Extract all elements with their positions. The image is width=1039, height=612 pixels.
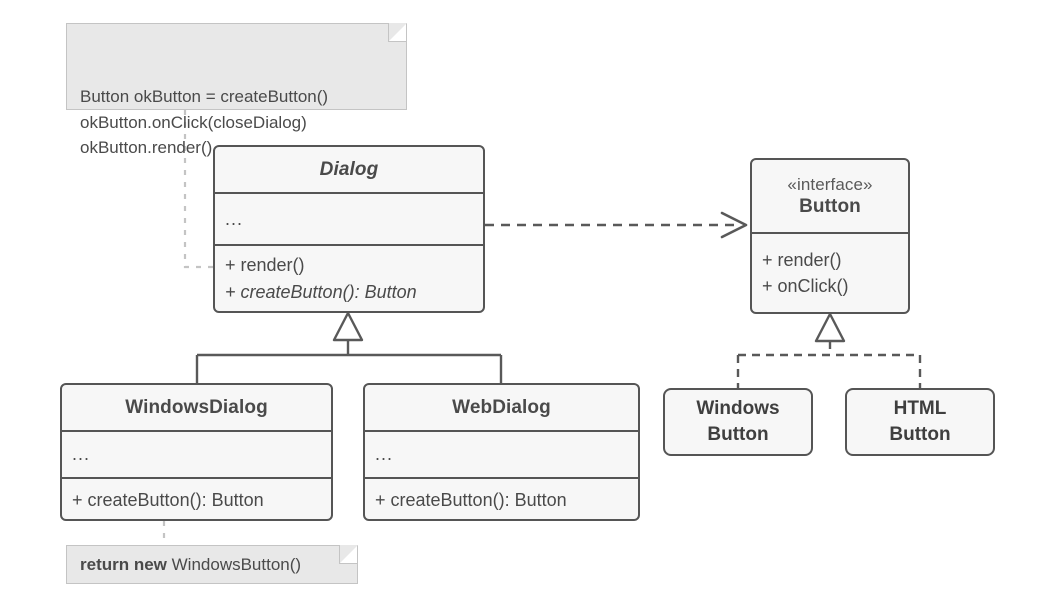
class-html-button[interactable]: HTML Button xyxy=(845,388,995,456)
class-windows-dialog-attributes-compartment: ... xyxy=(62,430,331,477)
class-dialog-name: Dialog xyxy=(319,158,379,180)
return-note-keyword: return new xyxy=(80,554,167,574)
class-web-dialog[interactable]: WebDialog ... + createButton(): Button xyxy=(363,383,640,521)
class-windows-dialog-operations-compartment: + createButton(): Button xyxy=(62,477,331,519)
class-web-dialog-title-compartment: WebDialog xyxy=(365,385,638,430)
class-button-name: Button xyxy=(799,195,861,217)
return-note: return new WindowsButton() xyxy=(66,545,358,584)
dependency-dialog-to-button xyxy=(485,211,748,239)
class-web-dialog-operation-create-button: + createButton(): Button xyxy=(375,489,567,510)
note-fold-icon xyxy=(388,23,407,42)
class-windows-button-line1: Windows xyxy=(696,398,780,420)
class-windows-dialog-title-compartment: WindowsDialog xyxy=(62,385,331,430)
class-windows-button-line2: Button xyxy=(707,424,769,445)
class-dialog-operation-render: + render() xyxy=(225,255,305,276)
return-note-expression: WindowsButton() xyxy=(166,554,302,574)
return-note-fold-icon xyxy=(339,545,358,564)
class-windows-dialog-name: WindowsDialog xyxy=(125,396,268,418)
realization-button-implementations xyxy=(736,312,922,388)
generalization-dialog-subclasses xyxy=(195,311,503,383)
class-button-interface[interactable]: «interface» Button + render() + onClick(… xyxy=(750,158,910,314)
return-note-text: return new WindowsButton() xyxy=(80,552,301,578)
class-windows-dialog-operation-create-button: + createButton(): Button xyxy=(72,489,264,510)
class-html-button-label: HTML Button xyxy=(889,396,950,447)
code-note: Button okButton = createButton() okButto… xyxy=(66,23,407,157)
class-dialog-attributes: ... xyxy=(225,208,244,229)
class-windows-dialog-attributes: ... xyxy=(72,444,91,465)
class-dialog-attributes-compartment: ... xyxy=(215,192,483,244)
class-dialog[interactable]: Dialog ... + render() + createButton(): … xyxy=(213,145,485,313)
class-web-dialog-attributes-compartment: ... xyxy=(365,430,638,477)
class-web-dialog-operations-compartment: + createButton(): Button xyxy=(365,477,638,519)
class-button-stereotype: «interface» xyxy=(787,174,873,194)
class-windows-button[interactable]: Windows Button xyxy=(663,388,813,456)
class-dialog-title-compartment: Dialog xyxy=(215,147,483,192)
class-dialog-operations-compartment: + render() + createButton(): Button xyxy=(215,244,483,311)
class-windows-button-label: Windows Button xyxy=(696,396,779,447)
code-note-text: Button okButton = createButton() okButto… xyxy=(80,87,329,157)
class-windows-dialog[interactable]: WindowsDialog ... + createButton(): Butt… xyxy=(60,383,333,521)
class-button-operations-compartment: + render() + onClick() xyxy=(752,232,908,312)
class-button-title-compartment: «interface» Button xyxy=(752,160,908,232)
class-html-button-line1: HTML xyxy=(893,398,947,420)
class-html-button-line2: Button xyxy=(889,424,951,445)
class-button-operation-onclick: + onClick() xyxy=(762,276,849,296)
class-web-dialog-name: WebDialog xyxy=(452,396,551,418)
class-dialog-operation-create-button: + createButton(): Button xyxy=(225,281,417,302)
class-button-heading: «interface» Button xyxy=(752,174,908,219)
class-web-dialog-attributes: ... xyxy=(375,444,394,465)
class-button-operation-render: + render() xyxy=(762,249,842,270)
